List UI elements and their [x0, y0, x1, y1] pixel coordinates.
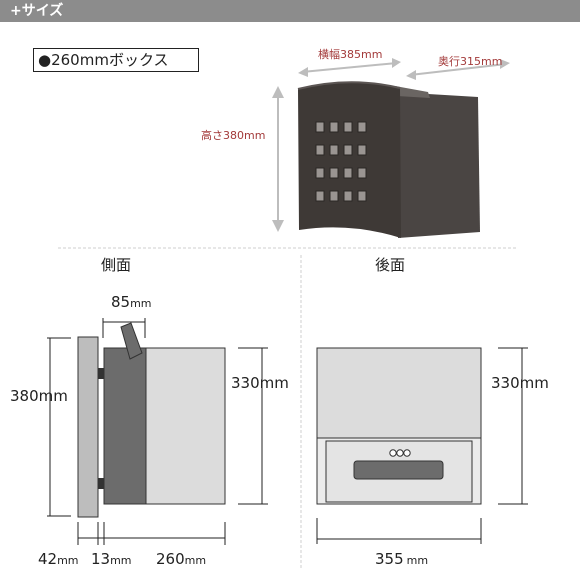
mailbox-window	[329, 167, 339, 179]
photo-depth-label: 奥行315mm	[438, 54, 502, 68]
mailbox-window	[329, 144, 339, 156]
header-title: +サイズ	[10, 3, 64, 19]
side-opening-value: 85	[111, 293, 130, 311]
mailbox-window	[315, 144, 325, 156]
mailbox-window	[343, 167, 353, 179]
mailbox-window	[343, 190, 353, 202]
mailbox-depth-box	[395, 92, 480, 238]
mailbox-window	[357, 190, 367, 202]
mailbox-window	[329, 121, 339, 133]
back-height-dimension	[498, 347, 528, 505]
mailbox-front	[298, 82, 401, 239]
mailbox-window	[357, 144, 367, 156]
mailbox-top-flap	[395, 86, 430, 98]
mailbox-window	[315, 190, 325, 202]
side-flap	[120, 322, 143, 360]
side-door	[103, 347, 147, 505]
side-height-dimension	[47, 337, 71, 517]
photo-width-arrow	[301, 62, 398, 73]
side-bottom-dim-3: 260mm	[156, 550, 206, 568]
box-type-label: ●260mmボックス	[33, 48, 199, 72]
photo-width-label: 横幅385mm	[318, 47, 382, 61]
back-view-title: 後面	[375, 256, 405, 274]
mailbox-window-grid	[315, 121, 367, 202]
side-bottom-dimension	[77, 522, 226, 545]
back-lock-icon	[389, 449, 411, 457]
mailbox-window	[343, 121, 353, 133]
mailbox-window	[329, 190, 339, 202]
mailbox-window	[357, 167, 367, 179]
side-body-height-dimension	[238, 347, 268, 505]
photo-dimension-arrows	[272, 58, 510, 232]
back-slot	[353, 460, 444, 480]
mailbox-window	[315, 121, 325, 133]
photo-depth-arrow	[409, 63, 507, 76]
mailbox-window	[315, 167, 325, 179]
photo-height-label: 高さ380mm	[201, 128, 265, 142]
side-mount-panel	[77, 336, 99, 518]
side-bottom-dim-2: 13mm	[91, 550, 132, 568]
mailbox-window	[357, 121, 367, 133]
side-bottom-dim-1: 42mm	[38, 550, 79, 568]
side-opening-dimension	[102, 318, 146, 338]
side-bracket-top	[98, 368, 104, 379]
side-height-label: 380mm	[10, 387, 68, 405]
back-height-label: 330mm	[491, 374, 549, 392]
side-body-height-label: 330mm	[231, 374, 289, 392]
mailbox-photo	[297, 81, 480, 239]
side-view-title: 側面	[101, 256, 131, 274]
side-body	[145, 347, 226, 505]
side-opening-label: 85mm	[111, 293, 152, 311]
mailbox-window	[343, 144, 353, 156]
header-bar: +サイズ	[0, 0, 580, 22]
back-width-dimension	[316, 518, 482, 544]
side-opening-unit: mm	[130, 297, 151, 310]
side-bracket-bottom	[98, 478, 104, 489]
